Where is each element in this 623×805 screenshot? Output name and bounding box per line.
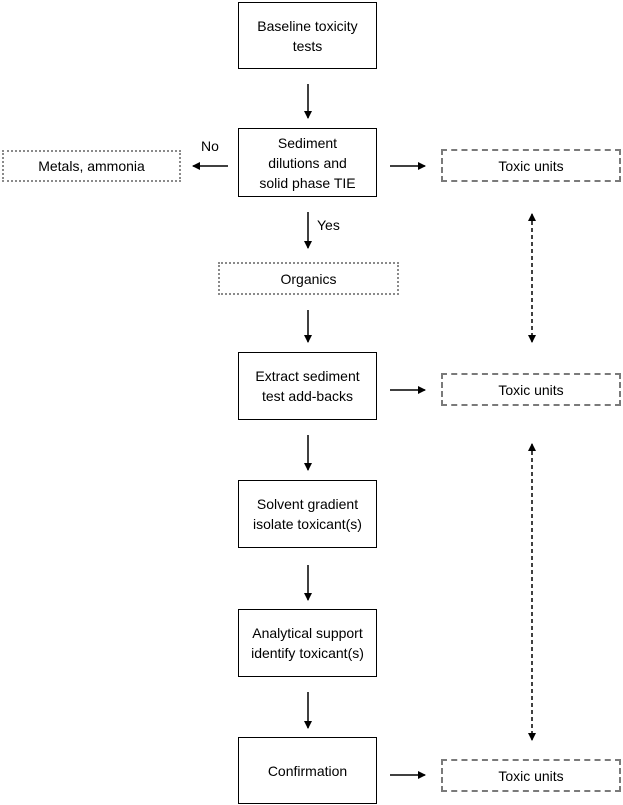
analytical-support-box: Analytical support identify toxicant(s) xyxy=(238,609,377,677)
organics-box: Organics xyxy=(218,262,399,295)
baseline-toxicity-box: Baseline toxicity tests xyxy=(238,2,377,69)
confirmation-box: Confirmation xyxy=(238,737,377,804)
toxic-units-box-2: Toxic units xyxy=(441,373,621,406)
metals-ammonia-box: Metals, ammonia xyxy=(2,150,181,182)
extract-sediment-box: Extract sediment test add-backs xyxy=(238,352,377,420)
no-label: No xyxy=(201,138,219,154)
yes-label: Yes xyxy=(317,217,340,233)
toxic-units-box-1: Toxic units xyxy=(441,149,621,182)
sediment-dilutions-box: Sediment dilutions and solid phase TIE xyxy=(238,128,377,197)
toxic-units-box-3: Toxic units xyxy=(441,759,621,792)
solvent-gradient-box: Solvent gradient isolate toxicant(s) xyxy=(238,480,377,548)
